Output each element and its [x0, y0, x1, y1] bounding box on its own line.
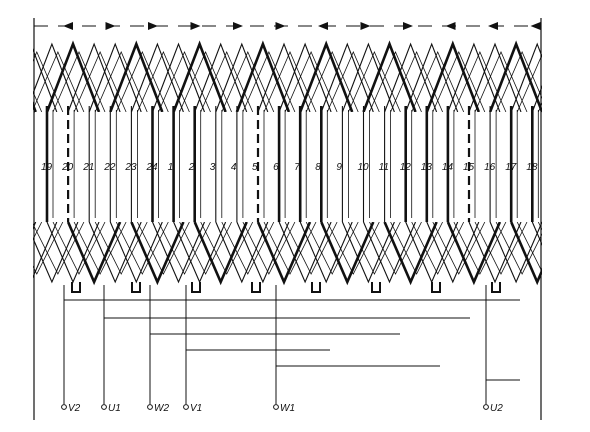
- terminal-W1: [274, 405, 279, 410]
- bottom-end-connection: [448, 222, 500, 282]
- bottom-end-connection: [195, 222, 247, 282]
- top-end-connection: [427, 44, 479, 112]
- slot-number-11: 11: [379, 162, 389, 173]
- slot-number-22: 22: [103, 162, 116, 173]
- slot-number-21: 21: [82, 162, 94, 173]
- slot-number-12: 12: [400, 162, 412, 173]
- slot-number-5: 5: [252, 162, 258, 173]
- direction-arrow-right: [233, 22, 243, 30]
- slot-number-2: 2: [188, 162, 195, 173]
- terminal-W2: [148, 405, 153, 410]
- terminals: V2 U1 W2 V1 W1 U2: [62, 403, 504, 414]
- direction-arrow-left: [318, 22, 328, 30]
- slot-number-13: 13: [421, 162, 433, 173]
- slot-number-23: 23: [124, 162, 137, 173]
- direction-arrow-right: [148, 22, 158, 30]
- direction-arrow-right: [361, 22, 371, 30]
- slot-number-4: 4: [231, 162, 237, 173]
- slot-number-8: 8: [315, 162, 321, 173]
- top-end-connection: [174, 44, 226, 112]
- top-end-connection: [364, 44, 416, 112]
- terminal-U1: [102, 405, 107, 410]
- terminal-label-U1: U1: [108, 403, 121, 414]
- slot-number-6: 6: [273, 162, 279, 173]
- slot-number-17: 17: [505, 162, 517, 173]
- top-end-connection: [300, 44, 352, 112]
- terminal-U2: [484, 405, 489, 410]
- slot-number-10: 10: [358, 162, 370, 173]
- slot-number-20: 20: [61, 162, 74, 173]
- terminal-label-W2: W2: [154, 403, 169, 414]
- direction-arrow-left: [63, 22, 73, 30]
- slot-number-9: 9: [336, 162, 342, 173]
- lead-loop: [72, 282, 80, 292]
- bottom-end-connection: [131, 222, 183, 282]
- lead-loop: [372, 282, 380, 292]
- direction-arrow-right: [276, 22, 286, 30]
- slot-number-16: 16: [484, 162, 496, 173]
- bottom-end-connection: [385, 222, 437, 282]
- slot-number-1: 1: [168, 162, 174, 173]
- top-end-connections: [0, 44, 590, 112]
- lead-loop: [312, 282, 320, 292]
- terminal-V1: [184, 405, 189, 410]
- lead-loop: [132, 282, 140, 292]
- direction-arrow-left: [488, 22, 498, 30]
- direction-arrow-right: [106, 22, 116, 30]
- top-end-connection: [110, 44, 162, 112]
- bottom-end-connection: [68, 222, 120, 282]
- bottom-end-connection: [321, 222, 373, 282]
- terminal-label-U2: U2: [490, 403, 503, 414]
- terminal-V2: [62, 405, 67, 410]
- terminal-label-V2: V2: [68, 403, 81, 414]
- slot-number-18: 18: [526, 162, 538, 173]
- terminal-label-V1: V1: [190, 403, 202, 414]
- top-end-connection: [490, 44, 542, 112]
- lead-loop: [252, 282, 260, 292]
- lead-loop: [192, 282, 200, 292]
- slot-number-3: 3: [210, 162, 216, 173]
- top-end-connection: [47, 44, 99, 112]
- mask-left: [0, 30, 33, 300]
- mask-right: [542, 30, 590, 300]
- lead-loop: [432, 282, 440, 292]
- slot-number-24: 24: [146, 162, 159, 173]
- slot-number-14: 14: [442, 162, 454, 173]
- slot-number-19: 19: [41, 162, 53, 173]
- slot-number-15: 15: [463, 162, 475, 173]
- direction-arrow-left: [531, 22, 541, 30]
- direction-arrow-right: [403, 22, 413, 30]
- lead-wires: [64, 282, 520, 404]
- direction-arrow-right: [191, 22, 201, 30]
- terminal-label-W1: W1: [280, 403, 295, 414]
- direction-arrow-left: [446, 22, 456, 30]
- bottom-end-connection: [258, 222, 310, 282]
- top-end-connection: [237, 44, 289, 112]
- lead-loop: [492, 282, 500, 292]
- slot-number-7: 7: [294, 162, 300, 173]
